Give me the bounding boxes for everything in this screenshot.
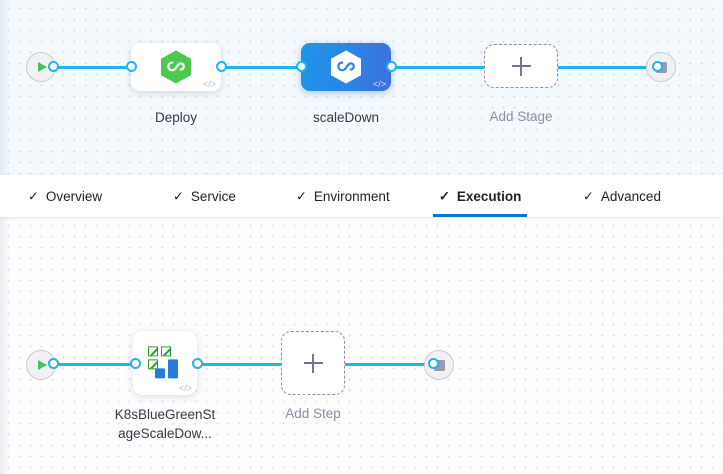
add-step-button[interactable] — [281, 331, 345, 395]
execution-graph-canvas[interactable]: </> K8sBlueGreenSt ageScaleDow... Add St… — [0, 217, 723, 474]
code-icon: </> — [202, 79, 216, 89]
stop-icon — [433, 359, 445, 371]
step-label-line1: K8sBlueGreenSt — [114, 407, 216, 422]
check-icon: ✓ — [173, 188, 184, 203]
step-node-k8sbluegreenstagescaledown[interactable]: </> — [133, 331, 197, 395]
tab-label: Environment — [313, 188, 390, 204]
tab-label: Advanced — [600, 188, 661, 204]
stage-graph-canvas[interactable]: </> Deploy </> scaleDown Add Stage — [0, 0, 723, 175]
stage-config-tabbar: ✓ Overview ✓ Service ✓ Environment ✓ Exe… — [0, 175, 723, 217]
stage-label-deploy: Deploy — [154, 110, 198, 125]
tab-service[interactable]: ✓ Service — [167, 175, 242, 217]
port-start-out[interactable] — [48, 61, 59, 72]
edge-deploy-to-scaledown — [225, 66, 317, 69]
port-exec-start-out[interactable] — [48, 358, 59, 369]
add-step-label: Add Step — [285, 406, 341, 421]
edge-start-to-step — [50, 363, 135, 366]
tab-execution[interactable]: ✓ Execution — [433, 175, 528, 217]
stage-node-scaledown[interactable]: </> — [301, 43, 391, 91]
infinity-glyph — [336, 61, 355, 72]
tab-environment[interactable]: ✓ Environment — [290, 175, 396, 217]
port-end-in[interactable] — [652, 61, 663, 72]
code-icon: </> — [178, 383, 192, 393]
port-step-in[interactable] — [130, 358, 141, 369]
check-icon: ✓ — [439, 188, 450, 203]
tab-label: Execution — [456, 188, 522, 204]
port-deploy-out[interactable] — [216, 61, 227, 72]
edge-start-to-deploy — [50, 66, 154, 69]
port-scaledown-out[interactable] — [386, 61, 397, 72]
play-icon — [38, 360, 47, 370]
add-stage-label: Add Stage — [489, 109, 553, 124]
code-icon: </> — [372, 79, 386, 89]
edge-addstep-to-end — [344, 363, 434, 366]
tab-label: Overview — [45, 188, 103, 204]
check-icon: ✓ — [583, 188, 594, 203]
add-stage-button[interactable] — [484, 44, 558, 88]
check-icon: ✓ — [296, 188, 307, 203]
stage-node-deploy[interactable]: </> — [131, 43, 221, 91]
step-label-line2: ageScaleDow... — [118, 426, 212, 441]
tab-label: Service — [190, 188, 236, 204]
kubernetes-squares-icon — [148, 346, 182, 379]
tab-overview[interactable]: ✓ Overview — [22, 175, 108, 217]
port-deploy-in[interactable] — [126, 61, 137, 72]
port-scaledown-in[interactable] — [296, 61, 307, 72]
stage-label-scaledown: scaleDown — [312, 110, 380, 125]
check-icon: ✓ — [28, 188, 39, 203]
port-step-out[interactable] — [192, 358, 203, 369]
edge-step-to-addstep — [197, 363, 282, 366]
play-icon — [38, 62, 47, 72]
port-exec-end-in[interactable] — [428, 358, 439, 369]
harness-hexagon-icon — [161, 50, 191, 84]
step-label: K8sBlueGreenSt ageScaleDow... — [95, 405, 235, 443]
tab-advanced[interactable]: ✓ Advanced — [577, 175, 667, 217]
infinity-glyph — [166, 61, 185, 72]
plus-icon — [511, 56, 531, 76]
harness-hexagon-icon — [331, 50, 361, 84]
plus-icon — [303, 353, 323, 373]
